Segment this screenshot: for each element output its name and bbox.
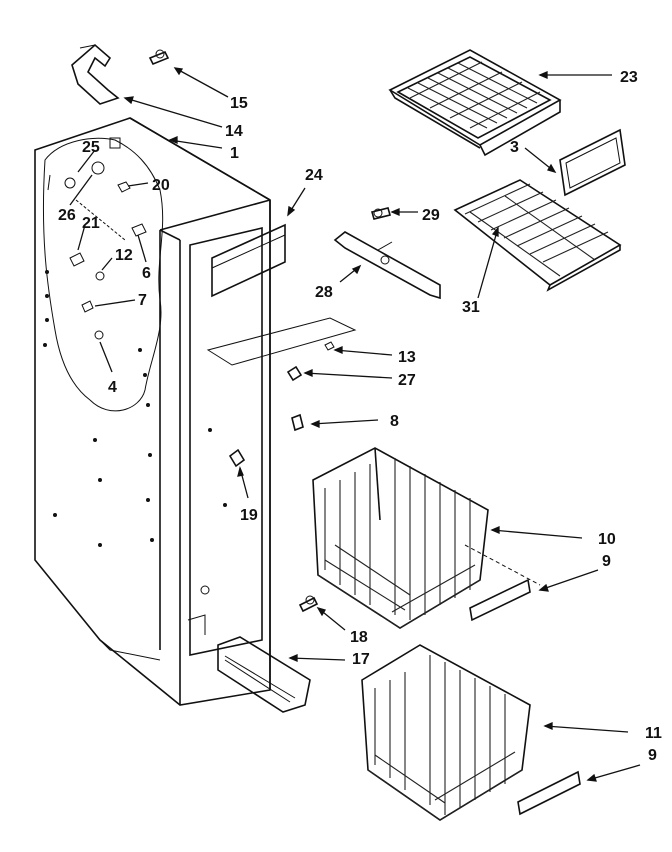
part-27-fastener [286, 365, 303, 382]
part-11-basket [361, 644, 531, 821]
callout-labels: 15 14 1 25 20 26 21 12 6 7 4 24 23 3 29 … [58, 69, 662, 764]
callout-24: 24 [305, 167, 323, 184]
callout-8: 8 [390, 413, 399, 430]
part-15-screw [148, 49, 170, 66]
part-8-clip [291, 413, 304, 432]
callout-6: 6 [142, 265, 151, 282]
part-19-switch [228, 448, 246, 468]
callout-13: 13 [398, 349, 416, 366]
callout-19: 19 [240, 507, 258, 524]
callout-3: 3 [510, 139, 519, 156]
callout-4: 4 [108, 379, 117, 396]
part-23-shelf [388, 49, 562, 157]
callout-9-lower: 9 [648, 747, 657, 764]
part-3-frame [559, 128, 626, 197]
callout-26: 26 [58, 207, 76, 224]
callout-10: 10 [598, 531, 616, 548]
callout-18: 18 [350, 629, 368, 646]
part-14-bracket [71, 43, 120, 105]
part-10-basket [312, 447, 541, 629]
callout-11: 11 [645, 725, 662, 742]
callout-20: 20 [152, 177, 170, 194]
part-13-panel [206, 317, 357, 366]
part-18-screw [298, 595, 319, 613]
callout-9-upper: 9 [602, 553, 611, 570]
callout-1: 1 [230, 145, 239, 162]
part-9-handle-upper [469, 578, 531, 622]
callout-15: 15 [230, 95, 248, 112]
callout-12: 12 [115, 247, 133, 264]
part-9-handle-lower [517, 770, 581, 816]
callout-28: 28 [315, 284, 333, 301]
freezer-liner [34, 117, 271, 706]
part-28-bracket [333, 231, 441, 300]
callout-25: 25 [82, 139, 100, 156]
callout-17: 17 [352, 651, 370, 668]
callout-29: 29 [422, 207, 440, 224]
part-24-trim [211, 223, 286, 298]
callout-31: 31 [462, 299, 480, 316]
callout-7: 7 [138, 292, 147, 309]
part-17-trim [217, 636, 311, 713]
callout-14: 14 [225, 123, 243, 140]
callout-27: 27 [398, 372, 416, 389]
callout-21: 21 [82, 215, 100, 232]
part-31-wire-shelf [453, 179, 622, 292]
callout-23: 23 [620, 69, 638, 86]
part-29-screw [371, 207, 391, 220]
leader-lines [69, 67, 641, 782]
